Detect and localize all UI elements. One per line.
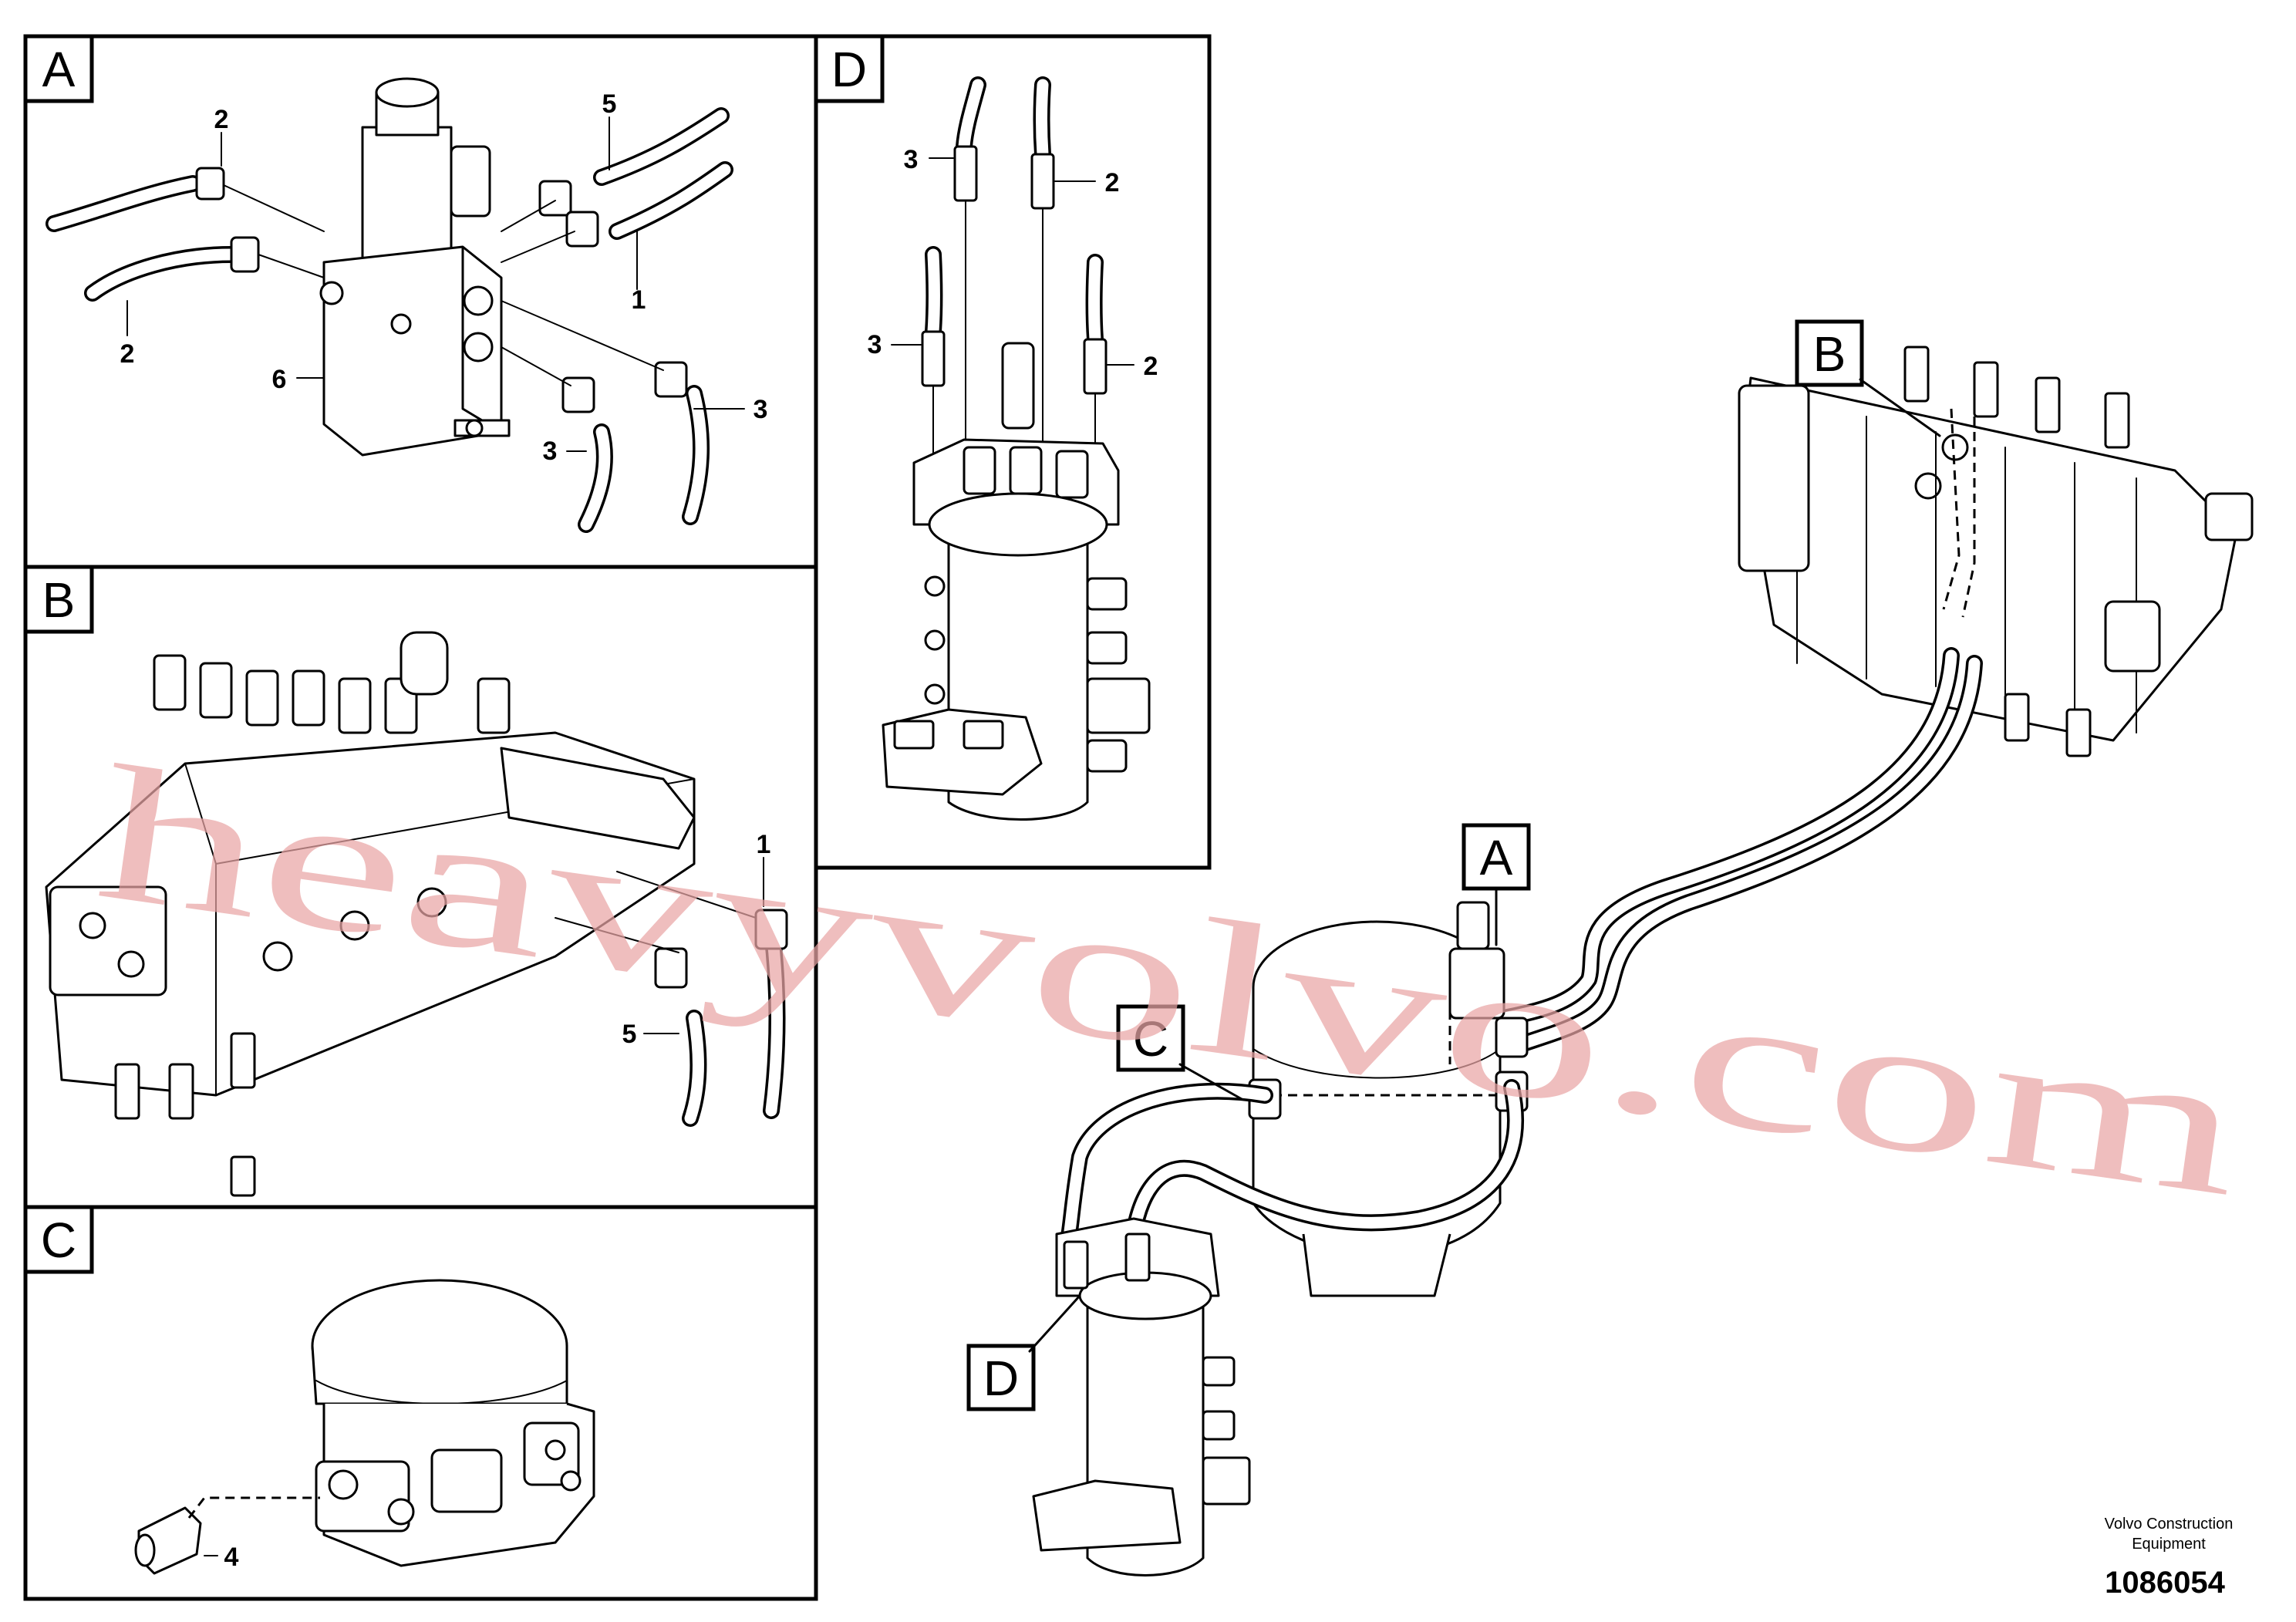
callout-a-3-left: 3 bbox=[543, 437, 558, 466]
overview-label-b: B bbox=[1795, 319, 1941, 437]
callout-a-3-right: 3 bbox=[754, 395, 768, 424]
overview-control-valve bbox=[1738, 346, 2254, 757]
callout-a-2-top: 2 bbox=[214, 105, 229, 134]
callout-c-4: 4 bbox=[224, 1543, 239, 1572]
panel-b-label: B bbox=[42, 572, 76, 628]
credit-line-2: Equipment bbox=[2132, 1536, 2206, 1553]
overview-swing-motor bbox=[1248, 901, 1529, 1297]
panel-b-label-box bbox=[23, 565, 94, 634]
svg-text:D: D bbox=[983, 1351, 1019, 1406]
panel-a-label: A bbox=[42, 42, 76, 97]
callout-a-6: 6 bbox=[272, 365, 287, 394]
panel-a: A bbox=[23, 34, 818, 569]
svg-text:A: A bbox=[1480, 830, 1513, 885]
callout-a-5: 5 bbox=[602, 89, 617, 119]
panel-b: B bbox=[23, 565, 818, 1209]
overview-swivel-joint bbox=[1032, 1217, 1251, 1576]
panel-c: C 4 bbox=[23, 1205, 818, 1601]
overview-label-d: D bbox=[966, 1294, 1081, 1411]
swivel-joint-drawing bbox=[882, 76, 1151, 821]
panel-d: D bbox=[814, 34, 1212, 870]
overview-assembly: B A C D bbox=[966, 319, 2254, 1576]
watermark: heavyvolvo.com bbox=[86, 725, 2254, 1237]
callout-a-2-bottom: 2 bbox=[120, 339, 135, 369]
svg-text:C: C bbox=[1133, 1011, 1168, 1067]
panel-c-label-box bbox=[23, 1205, 94, 1274]
credit-line-1: Volvo Construction bbox=[2105, 1516, 2234, 1533]
callout-b-5: 5 bbox=[622, 1020, 637, 1049]
callout-d-3-bottom: 3 bbox=[868, 330, 882, 359]
callout-d-2-top: 2 bbox=[1105, 168, 1120, 197]
control-valve-drawing bbox=[45, 631, 788, 1197]
overview-label-a: A bbox=[1462, 823, 1531, 946]
part-number: 1086054 bbox=[2105, 1566, 2225, 1600]
panel-c-label: C bbox=[41, 1212, 76, 1268]
swing-motor-drawing bbox=[134, 1279, 595, 1575]
panel-d-label: D bbox=[831, 42, 867, 97]
callout-b-1: 1 bbox=[757, 830, 771, 859]
callout-d-3-top: 3 bbox=[904, 145, 919, 174]
overview-label-c: C bbox=[1116, 1004, 1243, 1101]
solenoid-valve-drawing bbox=[46, 77, 733, 533]
callout-d-2-bottom: 2 bbox=[1144, 352, 1158, 381]
svg-text:B: B bbox=[1813, 326, 1846, 382]
callout-a-1: 1 bbox=[632, 285, 646, 315]
panel-d-label-box bbox=[814, 34, 885, 103]
panel-a-label-box bbox=[23, 34, 94, 103]
